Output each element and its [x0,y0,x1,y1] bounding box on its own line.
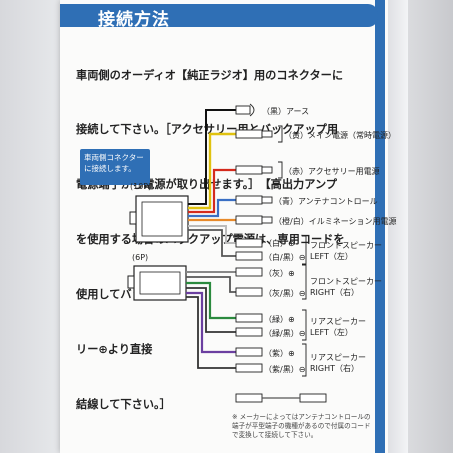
connector-10p-latch [129,211,137,225]
wire-purple-black [186,296,236,369]
wire-white-black [188,229,236,257]
speaker-front-right-name: フロントスピーカー RIGHT（右） [310,277,382,297]
package-edge [388,0,408,453]
speaker-rear-left-minus: （緑/黒）⊖ [264,329,306,338]
wire-blue [188,198,236,218]
speaker-front-left-name: フロントスピーカー LEFT（左） [310,241,382,261]
card-edge-strip [375,0,385,453]
braces [278,125,307,377]
connector-6p-label: (6P) [132,253,149,262]
speaker-rear-right-name: リアスピーカー RIGHT（右） [310,353,366,373]
connector-6p-latch [127,275,135,289]
page-title: 接続方法 [98,10,170,30]
speaker-rear-left-name: リアスピーカー LEFT（左） [310,317,366,337]
intro-line: 車両側のオーディオ【純正ラジオ】用のコネクターに [76,68,344,82]
vehicle-connector-note: 車両側コネクター に接続します。 [80,149,150,185]
speaker-front-left-plus: （白）⊕ [264,239,295,248]
connector-6p-inner [139,271,181,295]
intro-line: 接続して下さい。［アクセサリー用とバックアップ用 [76,123,339,137]
wire-red [188,168,236,214]
connector-6p-body [133,265,187,301]
connector-10p-body [135,195,189,243]
wire-green-black [186,287,236,333]
terminals [235,103,327,403]
speaker-front-right-minus: （灰/黒）⊖ [264,289,306,298]
wire-label-black: （黒）アース [262,107,310,116]
wire-label-orange: （橙/白）イルミネーション用電源 [274,217,397,226]
connector-10p-label: (10P) [130,182,152,191]
wire-yellow [188,132,236,210]
footnote: ※ メーカーによってはアンテナコントロールの 端子が平型端子の機種があるので付属… [232,413,371,439]
wire-black [188,109,236,205]
intro-line: リー⊕より直接 [76,343,153,357]
wire-purple [186,291,236,354]
wire-white [188,225,236,244]
intro-line: 結線して下さい。］ [76,397,171,411]
wire-label-red: （赤）アクセサリー用電源 [284,167,380,176]
wire-label-yellow: （黄）メイン電源（常時電源） [284,131,396,140]
wire-label-blue: （青）アンテナコントロール [274,197,378,206]
connector-10p-inner [141,201,183,237]
speaker-rear-left-plus: （緑）⊕ [264,315,295,324]
wire-gray-black [186,276,236,293]
speaker-rear-right-minus: （紫/黒）⊖ [264,365,306,374]
speaker-front-left-minus: （白/黒）⊖ [264,253,306,262]
title-bar: 接続方法 [60,4,378,30]
wire-green [186,281,236,320]
speaker-front-right-plus: （灰）⊕ [264,269,295,278]
speaker-rear-right-plus: （紫）⊕ [264,349,295,358]
